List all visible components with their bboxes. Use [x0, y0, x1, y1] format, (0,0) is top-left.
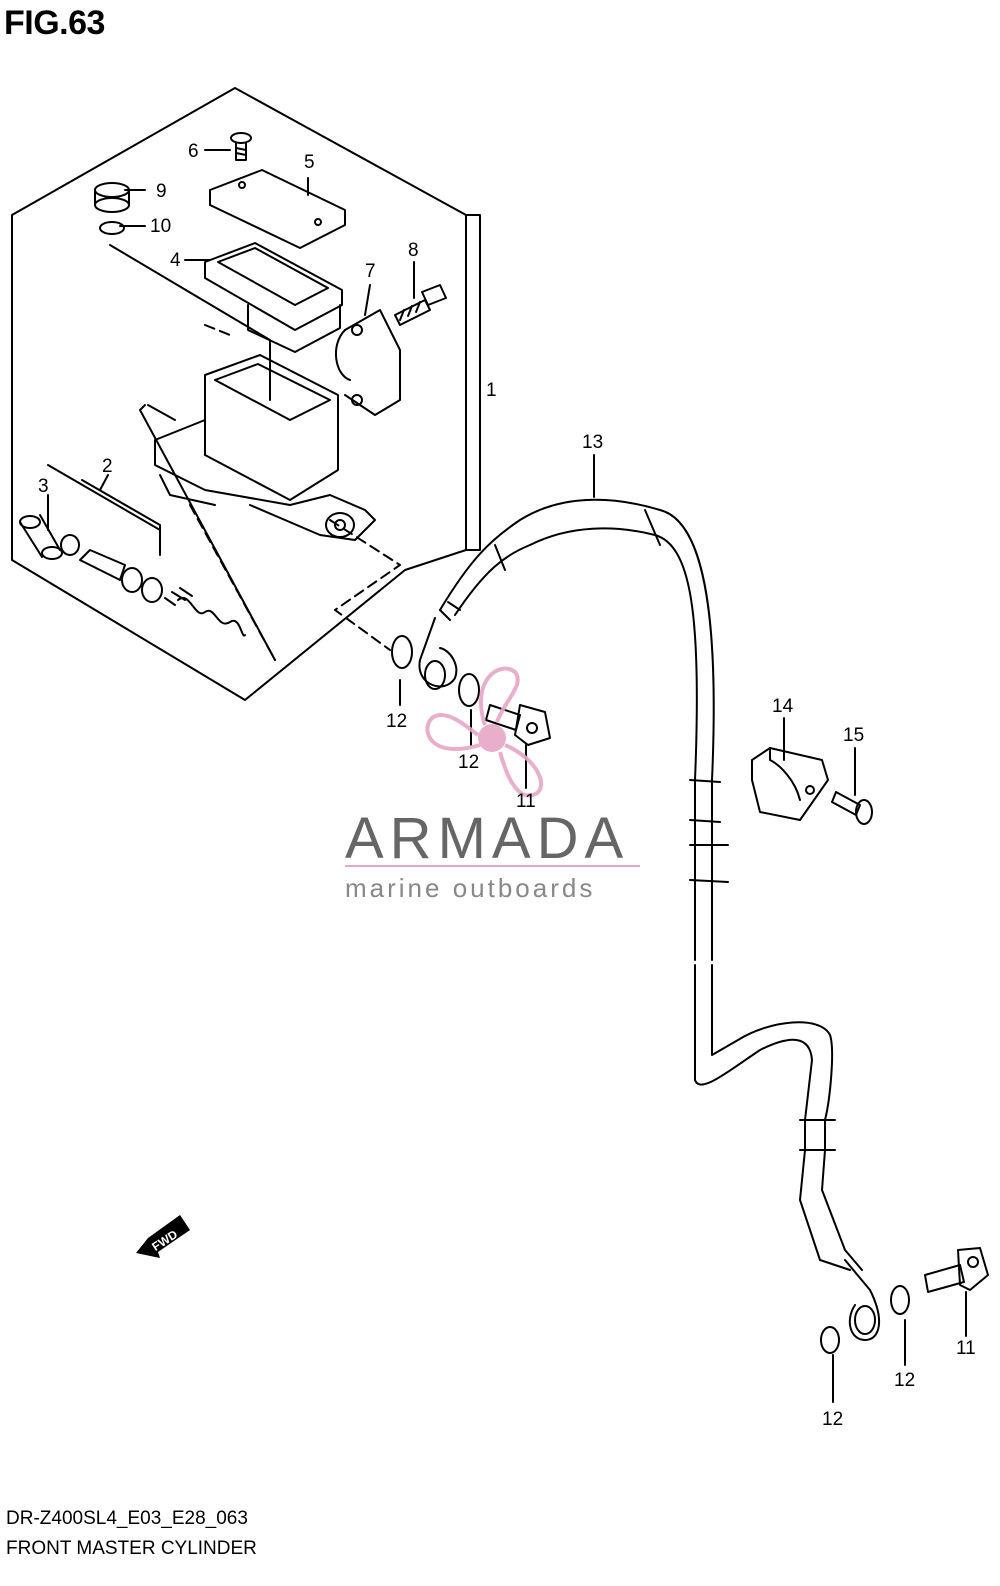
callout-6: 6 [188, 141, 199, 162]
assembly-bracket-1 [465, 214, 481, 551]
callout-8: 8 [408, 240, 419, 261]
reservoir-cap [209, 169, 346, 249]
figure-title: FIG.63 [4, 4, 105, 42]
hose-clamp [751, 747, 829, 821]
callout-13: 13 [582, 432, 603, 453]
clamp-bolt [394, 284, 447, 326]
callout-10: 10 [150, 216, 171, 237]
callout-9: 9 [156, 181, 167, 202]
clamp-screw [831, 791, 873, 825]
callout-leaders [47, 149, 967, 1403]
callout-12-a: 12 [386, 711, 407, 732]
armada-logo-mark [425, 666, 544, 798]
master-cylinder-body [147, 354, 376, 541]
seal-washer [99, 221, 125, 235]
banjo-fitting-lower [844, 1259, 881, 1341]
handlebar-clamp [334, 309, 401, 416]
watermark-tagline: marine outboards [345, 873, 595, 903]
dust-boot [94, 182, 130, 213]
watermark-brand: ARMADA [345, 806, 629, 871]
callout-11-lower: 11 [956, 1338, 976, 1359]
callout-14: 14 [772, 696, 794, 717]
callout-3: 3 [38, 476, 49, 497]
callout-1: 1 [486, 380, 497, 401]
callout-11-upper: 11 [516, 791, 536, 812]
union-bolt-lower [924, 1247, 989, 1293]
callout-12-b: 12 [458, 752, 479, 773]
callout-12-d: 12 [822, 1409, 843, 1430]
assembly-leader-dash [189, 324, 401, 661]
washer-12a [391, 635, 413, 669]
forward-arrow-icon: FWD [136, 1215, 190, 1258]
figure-code: DR-Z400SL4_E03_E28_063 [6, 1508, 248, 1529]
assembly-outline [11, 87, 467, 701]
diaphragm-plate [204, 242, 343, 353]
callout-7: 7 [365, 261, 376, 282]
assembly-leader [47, 244, 276, 661]
figure-name: FRONT MASTER CYLINDER [6, 1538, 257, 1559]
callout-4: 4 [170, 250, 181, 271]
washer-12c [890, 1285, 910, 1315]
callout-12-c: 12 [894, 1370, 915, 1391]
piston-kit [19, 514, 246, 637]
callout-5: 5 [304, 152, 315, 173]
callout-2: 2 [102, 456, 113, 477]
brake-hose [439, 498, 863, 1271]
washer-12b [458, 673, 480, 707]
washer-12d [820, 1326, 840, 1354]
banjo-fitting-upper [418, 617, 458, 690]
cap-screw [230, 132, 252, 161]
union-bolt-upper [485, 704, 551, 746]
callout-15: 15 [843, 725, 864, 746]
